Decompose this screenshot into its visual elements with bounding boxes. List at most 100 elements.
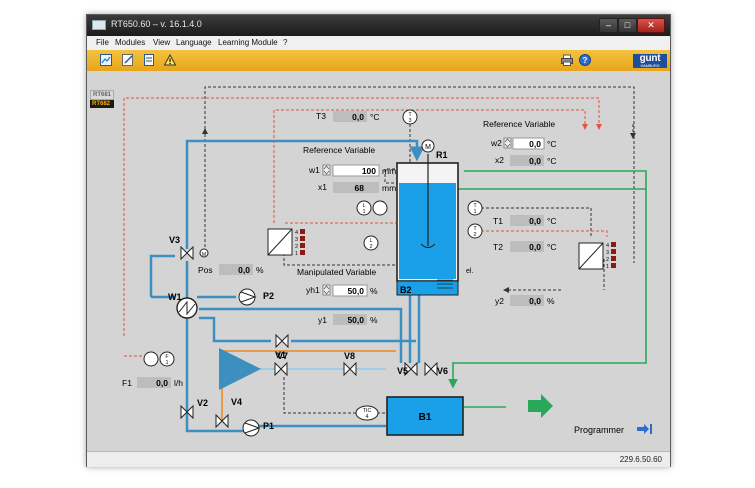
valve-v4[interactable] (215, 413, 229, 429)
x2-unit: °C (547, 156, 557, 166)
label-v6: V6 (437, 366, 448, 376)
w1-label: w1 (308, 165, 320, 175)
menu-language[interactable]: Language (176, 38, 212, 47)
t3-label: T3 (316, 111, 326, 121)
label-p2: P2 (263, 291, 274, 301)
w2-label: w2 (490, 138, 502, 148)
help-icon[interactable]: ? (579, 54, 591, 66)
module-tab-rt681[interactable]: RT681 (90, 90, 114, 100)
valve-v8[interactable] (343, 361, 357, 377)
svg-text:L: L (362, 203, 365, 209)
green-pipes (448, 170, 647, 408)
svg-text:3: 3 (408, 118, 411, 124)
status-bar: 229.6.50.60 (87, 451, 670, 467)
label-b2: B2 (400, 285, 412, 295)
print-icon[interactable] (561, 54, 573, 66)
w2-spinner[interactable] (503, 137, 512, 149)
module-tab-rt682[interactable]: RT682 (90, 100, 114, 108)
close-button[interactable]: ✕ (637, 18, 665, 33)
pump-p2[interactable] (238, 288, 257, 306)
w1-input[interactable]: 100 (362, 166, 376, 176)
svg-text:2: 2 (369, 244, 372, 250)
tank-r1 (396, 154, 459, 282)
menu-modules[interactable]: Modules (115, 38, 146, 47)
chart-icon[interactable] (100, 54, 112, 66)
controller-right[interactable] (578, 242, 604, 270)
x2-label: x2 (495, 155, 504, 165)
document-icon[interactable] (143, 54, 155, 66)
label-v4: V4 (231, 397, 242, 407)
sensor-l1-b (372, 200, 388, 216)
label-electric: el. (466, 268, 473, 275)
t1-unit: °C (547, 216, 557, 226)
t3-readout: 0,0 (352, 112, 364, 122)
warning-icon[interactable] (164, 54, 176, 66)
title-bar[interactable]: RT650.60 – v. 16.1.4.0 – □ ✕ (87, 15, 670, 36)
yh1-input[interactable]: 50,0 (347, 286, 364, 296)
label-v7: V7 (277, 351, 288, 361)
valve-v5[interactable] (404, 361, 418, 377)
sensor-t3 (402, 109, 418, 125)
yh1-input-box[interactable] (332, 284, 368, 297)
valve-v7[interactable] (274, 361, 288, 377)
label-w1: W1 (168, 292, 182, 302)
maximize-button[interactable]: □ (618, 18, 637, 33)
minimize-button[interactable]: – (599, 18, 618, 33)
label-v3: V3 (169, 235, 180, 245)
pos-unit: % (256, 265, 264, 275)
sensor-f1-b (159, 351, 175, 367)
menu-learning-module[interactable]: Learning Module (218, 38, 278, 47)
y2-unit: % (547, 296, 555, 306)
t3-unit: °C (370, 112, 380, 122)
y1-label: y1 (318, 315, 327, 325)
motor-icon (421, 139, 435, 153)
menu-view[interactable]: View (153, 38, 171, 47)
menu-bar: File Modules View Language Learning Modu… (87, 36, 670, 50)
controller-left[interactable] (267, 228, 293, 256)
programmer-arrow-icon[interactable] (637, 424, 649, 434)
w1-spinner[interactable] (322, 164, 331, 176)
y1-unit: % (370, 315, 378, 325)
x1-label: x1 (318, 182, 327, 192)
svg-text:3: 3 (606, 250, 609, 256)
f1-unit: l/h (174, 378, 183, 388)
w1-unit: mm (382, 166, 396, 176)
svg-text:1: 1 (606, 264, 609, 270)
valve-v2[interactable] (180, 404, 194, 420)
outlet-arrow (528, 394, 553, 418)
t2-readout-box (510, 241, 544, 252)
label-p1: P1 (263, 421, 274, 431)
t2-readout: 0,0 (529, 242, 541, 252)
process-diagram-area: RT681 RT682 (87, 71, 670, 451)
svg-text:T: T (408, 112, 412, 118)
label-motor: M (425, 144, 431, 151)
pos-readout: 0,0 (238, 265, 250, 275)
pump-p1[interactable] (242, 419, 261, 437)
t1-readout-box (510, 215, 544, 226)
tank-b2 (396, 280, 459, 296)
sensor-l1 (356, 200, 372, 216)
window-title: RT650.60 – v. 16.1.4.0 (111, 19, 202, 29)
valve-v1[interactable] (275, 333, 289, 349)
sensor-l2 (363, 235, 379, 251)
w1-input-box[interactable] (332, 164, 380, 177)
x2-readout-box (510, 155, 544, 166)
valve-actuator-icon (199, 248, 209, 258)
w2-input[interactable]: 0,0 (529, 139, 541, 149)
svg-text:2: 2 (606, 257, 609, 263)
sensor-t1 (467, 200, 483, 216)
controller-tic4 (355, 405, 379, 421)
label-v8: V8 (344, 351, 355, 361)
valve-v6[interactable] (424, 361, 438, 377)
svg-text:TIC: TIC (363, 408, 372, 414)
edit-icon[interactable] (122, 54, 134, 66)
menu-file[interactable]: File (96, 38, 109, 47)
valve-v3[interactable] (180, 245, 194, 261)
programmer-link[interactable]: Programmer (574, 425, 624, 435)
ref-right-title: Reference Variable (483, 119, 555, 129)
yh1-spinner[interactable] (322, 284, 331, 296)
yh1-unit: % (370, 286, 378, 296)
menu-help[interactable]: ? (283, 38, 288, 47)
w2-input-box[interactable] (512, 137, 545, 150)
